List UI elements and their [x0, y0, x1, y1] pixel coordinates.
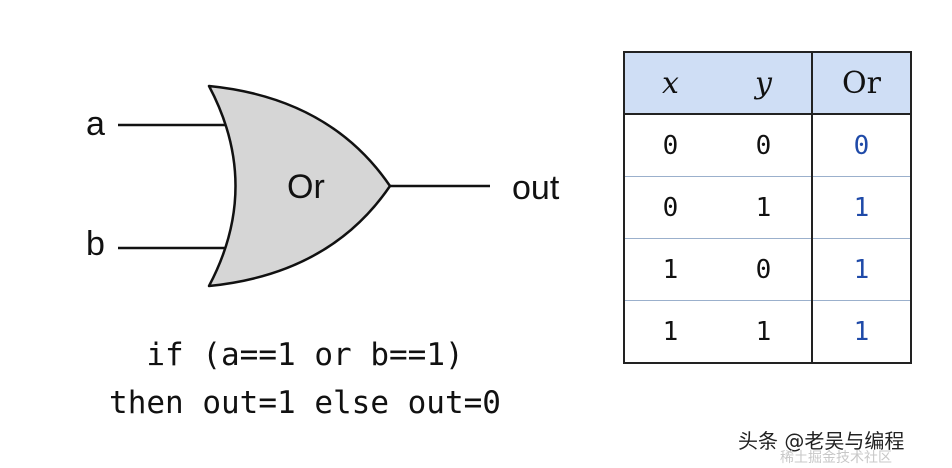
- or-gate-body: [207, 84, 392, 288]
- watermark: 头条 @老吴与编程: [738, 429, 905, 453]
- header-y: y: [716, 52, 812, 115]
- cell-x: 1: [624, 238, 716, 301]
- cell-y: 1: [716, 300, 812, 363]
- code-line-result: then out=1 else out=0: [109, 385, 501, 421]
- cell-y: 0: [716, 238, 812, 301]
- output-label: out: [512, 169, 560, 207]
- cell-y: 0: [755, 130, 772, 161]
- input-a-label: a: [86, 105, 105, 143]
- cell-or: 1: [811, 300, 911, 363]
- watermark-subtext: 稀土掘金技术社区: [780, 450, 892, 466]
- cell-or: 1: [811, 176, 911, 239]
- cell-x: 1: [624, 300, 716, 363]
- header-or: Or: [811, 52, 911, 115]
- cell-y: 1: [716, 176, 812, 239]
- cell-x: 0: [624, 176, 716, 239]
- table-row: 1 0 1: [624, 238, 911, 301]
- cell-or: 0: [811, 114, 911, 177]
- truth-table-header-row: x y Or: [624, 52, 911, 115]
- gate-body-label: Or: [287, 168, 325, 206]
- truth-table: x y Or 0 0 0 0 1 1 1 0 1 1 1: [623, 51, 912, 364]
- code-line-condition: if (a==1 or b==1): [146, 337, 464, 373]
- table-row: 0 0 0: [624, 114, 911, 177]
- header-x: x: [624, 52, 716, 115]
- table-row: 0 1 1: [624, 176, 911, 239]
- cell-x: 0: [662, 130, 679, 161]
- cell-or: 1: [811, 238, 911, 301]
- input-b-label: b: [86, 225, 105, 263]
- table-row: 1 1 1: [624, 300, 911, 363]
